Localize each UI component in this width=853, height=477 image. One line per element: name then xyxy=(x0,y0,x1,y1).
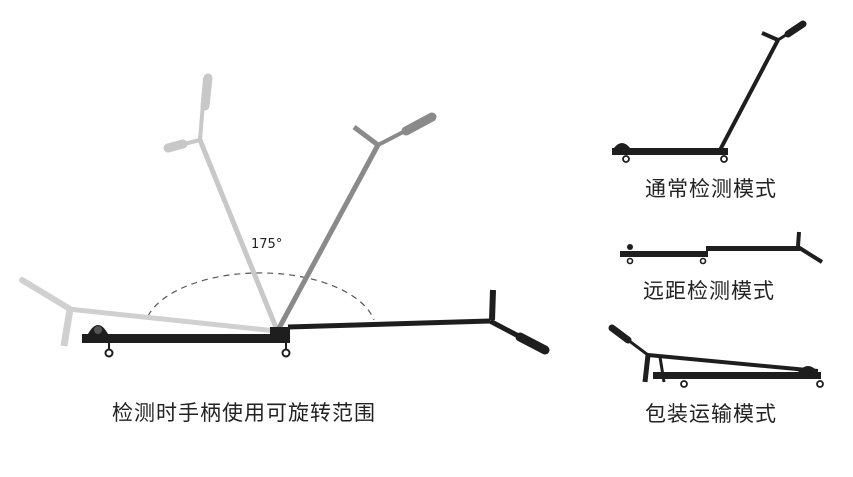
mode-far-illustration xyxy=(620,231,824,265)
handle-ghost-middle xyxy=(163,73,280,331)
rotation-angle-label: 175° xyxy=(251,237,283,252)
mode-normal-caption: 通常检测模式 xyxy=(645,177,777,201)
handle-active-horizontal xyxy=(287,289,550,355)
mode-pack-illustration xyxy=(608,324,824,388)
mode-pack-caption: 包装运输模式 xyxy=(645,402,777,426)
rotation-range-illustration xyxy=(19,73,550,358)
cart-base xyxy=(82,325,291,358)
handle-ghost-right xyxy=(275,112,437,332)
main-caption: 检测时手柄使用可旋转范围 xyxy=(112,401,376,425)
handle-ghost-left xyxy=(19,277,277,347)
mode-normal-illustration xyxy=(612,20,807,163)
mode-far-caption: 远距检测模式 xyxy=(643,279,775,303)
